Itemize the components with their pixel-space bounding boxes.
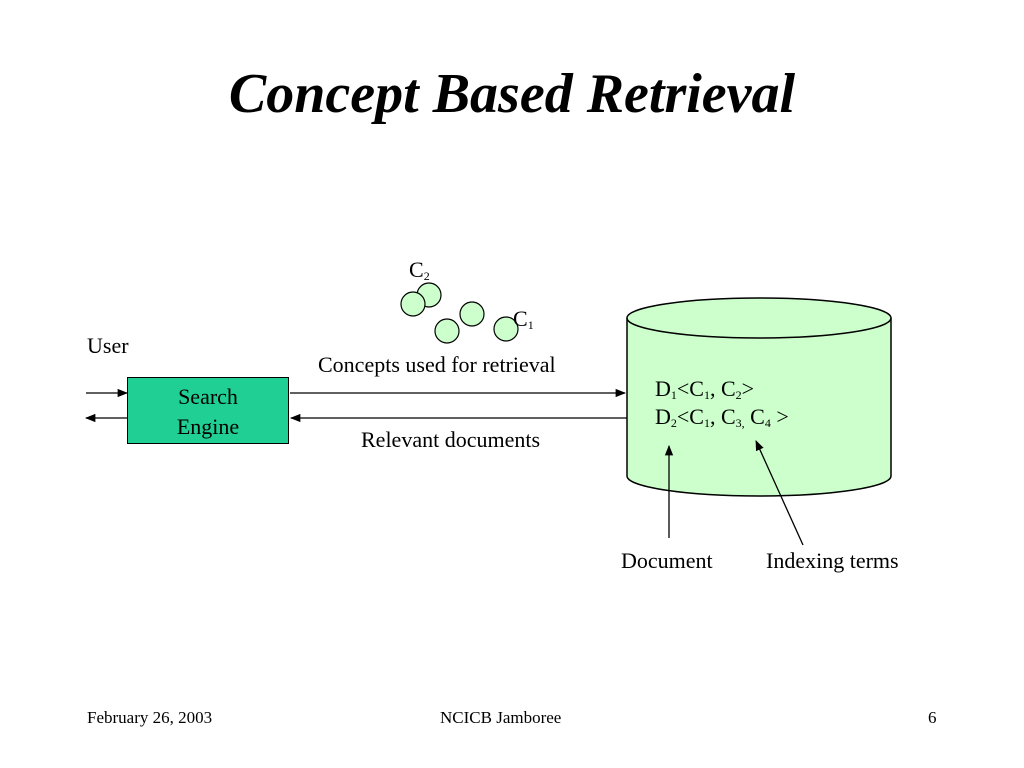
concept-circle: [400, 291, 426, 317]
concept-circle: [459, 301, 485, 327]
indexing-pointer-arrow: [755, 440, 804, 546]
footer-event: NCICB Jamboree: [440, 708, 562, 727]
concept-circle: [493, 316, 519, 342]
indexing-terms-label: Indexing terms: [766, 548, 899, 573]
slide-title: Concept Based Retrieval: [228, 63, 796, 125]
concepts-used-label: Concepts used for retrieval: [318, 352, 556, 377]
database-cylinder: [626, 297, 892, 497]
concept-c2-label: C2: [409, 257, 430, 283]
concept-circles: [400, 282, 519, 344]
concept-circle: [434, 318, 460, 344]
doc-entry-d2: D2<C1, C3, C4 >: [655, 404, 789, 430]
doc-entry-d1: D1<C1, C2>: [655, 376, 755, 402]
footer-date: February 26, 2003: [87, 708, 213, 727]
document-label: Document: [621, 548, 713, 573]
search-engine-line2: Engine: [176, 414, 240, 439]
concept-c1-label: C1: [513, 306, 534, 332]
search-engine-box: Search Engine: [127, 377, 289, 444]
user-label: User: [87, 333, 129, 358]
search-engine-line1: Search: [178, 384, 238, 409]
footer-page-number: 6: [928, 708, 937, 727]
relevant-documents-label: Relevant documents: [361, 427, 541, 452]
